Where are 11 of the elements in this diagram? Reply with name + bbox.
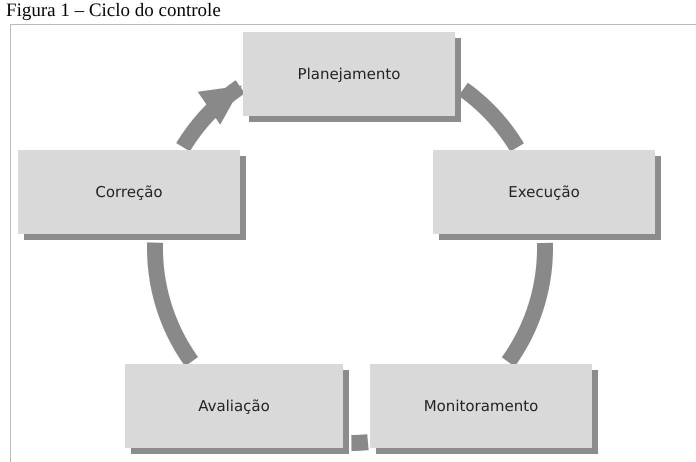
process-box xyxy=(125,364,343,448)
box-label: Avaliação xyxy=(198,397,270,415)
box-label: Planejamento xyxy=(298,65,400,83)
process-box xyxy=(243,32,455,116)
box-label: Monitoramento xyxy=(424,397,538,415)
process-box xyxy=(18,150,240,234)
figure-title: Figura 1 – Ciclo do controle xyxy=(6,0,221,22)
process-box xyxy=(370,364,592,448)
process-box xyxy=(433,150,655,234)
box-label: Execução xyxy=(508,183,580,201)
box-label: Correção xyxy=(95,183,163,201)
